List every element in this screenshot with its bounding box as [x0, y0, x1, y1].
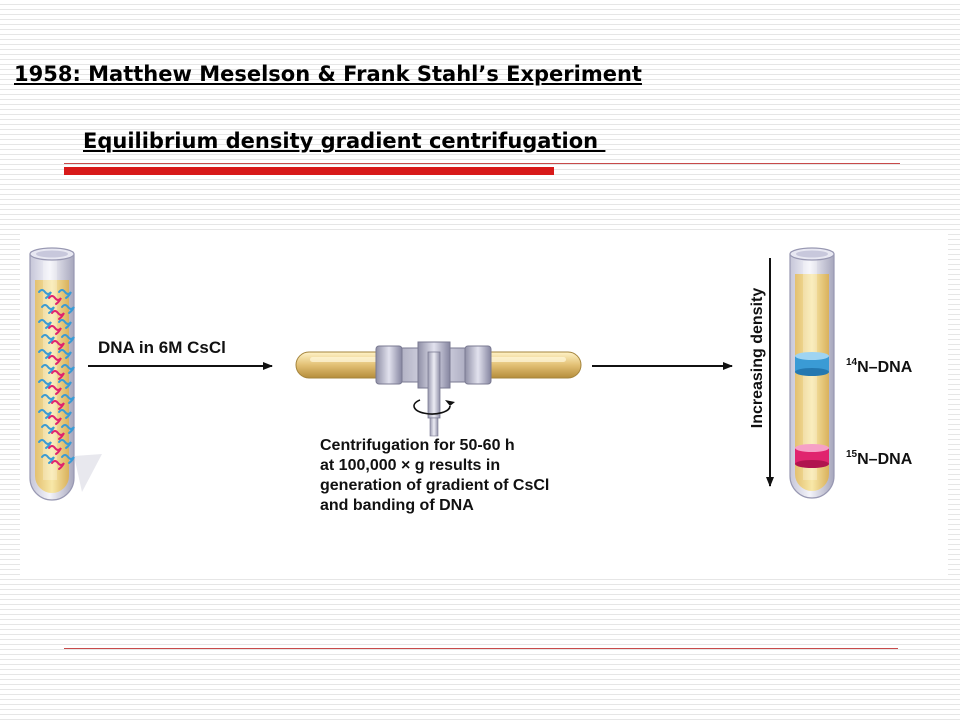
dna-strand [38, 289, 52, 299]
dna-strand [41, 454, 55, 464]
dna-strand [58, 439, 72, 449]
dna-strand [48, 445, 62, 455]
dna-strand [38, 379, 52, 389]
heavy-band-label: 15N–DNA [846, 449, 913, 468]
dna-strand [58, 349, 72, 359]
dna-strand [38, 349, 52, 359]
dna-strand [58, 319, 72, 329]
rotation-arrow-icon [413, 399, 451, 415]
dna-strand [41, 424, 55, 434]
dna-strand [41, 334, 55, 344]
dna-strand [61, 364, 75, 374]
dna-strand [48, 385, 62, 395]
dna-strand [58, 409, 72, 419]
dna-strand [41, 394, 55, 404]
experiment-figure: DNA in 6M CsCl Centrifugation for 50-60 … [20, 230, 948, 578]
dna-strand [58, 379, 72, 389]
dna-strand [51, 460, 65, 470]
caption-line-3: generation of gradient of CsCl [320, 477, 549, 494]
left-tube [29, 247, 102, 501]
dna-strand [51, 340, 65, 350]
dna-strand [61, 334, 75, 344]
dna-strand [38, 439, 52, 449]
dna-strand [38, 409, 52, 419]
dna-strand [41, 304, 55, 314]
footer-rule-thin [64, 648, 898, 649]
light-band-superscript: 14 [846, 357, 858, 368]
dna-strand [58, 289, 72, 299]
centrifugation-caption: Centrifugation for 50-60 h at 100,000 × … [320, 437, 549, 514]
dna-strand [48, 355, 62, 365]
header-rule-thin [64, 163, 900, 164]
dna-strand [48, 295, 62, 305]
heavy-band-superscript: 15 [846, 449, 858, 460]
dna-strand [51, 430, 65, 440]
dna-strand [61, 394, 75, 404]
light-band-text: N–DNA [857, 359, 913, 376]
dna-strand [51, 400, 65, 410]
dna-fragments [38, 289, 75, 470]
header-rule-thick [64, 167, 554, 175]
slide-subtitle: Equilibrium density gradient centrifugat… [83, 129, 606, 153]
dna-strand [61, 454, 75, 464]
dna-strand [41, 364, 55, 374]
right-tube [789, 247, 835, 499]
centrifuge-rotor [295, 341, 582, 437]
dna-strand [61, 424, 75, 434]
caption-line-2: at 100,000 × g results in [320, 457, 500, 474]
caption-line-4: and banding of DNA [320, 497, 474, 514]
dna-strand [38, 319, 52, 329]
light-band-label: 14N–DNA [846, 357, 913, 376]
input-label: DNA in 6M CsCl [98, 338, 226, 357]
slide-title: 1958: Matthew Meselson & Frank Stahl’s E… [14, 62, 642, 86]
caption-line-1: Centrifugation for 50-60 h [320, 437, 515, 454]
dna-strand [61, 304, 75, 314]
dna-strand [48, 415, 62, 425]
density-axis-label: Increasing density [749, 288, 766, 429]
light-dna-band [795, 352, 829, 376]
dna-strand [51, 310, 65, 320]
dna-strand [48, 325, 62, 335]
heavy-band-text: N–DNA [857, 451, 913, 468]
experiment-diagram: DNA in 6M CsCl Centrifugation for 50-60 … [29, 247, 913, 514]
dna-strand [51, 370, 65, 380]
heavy-dna-band [795, 444, 829, 468]
